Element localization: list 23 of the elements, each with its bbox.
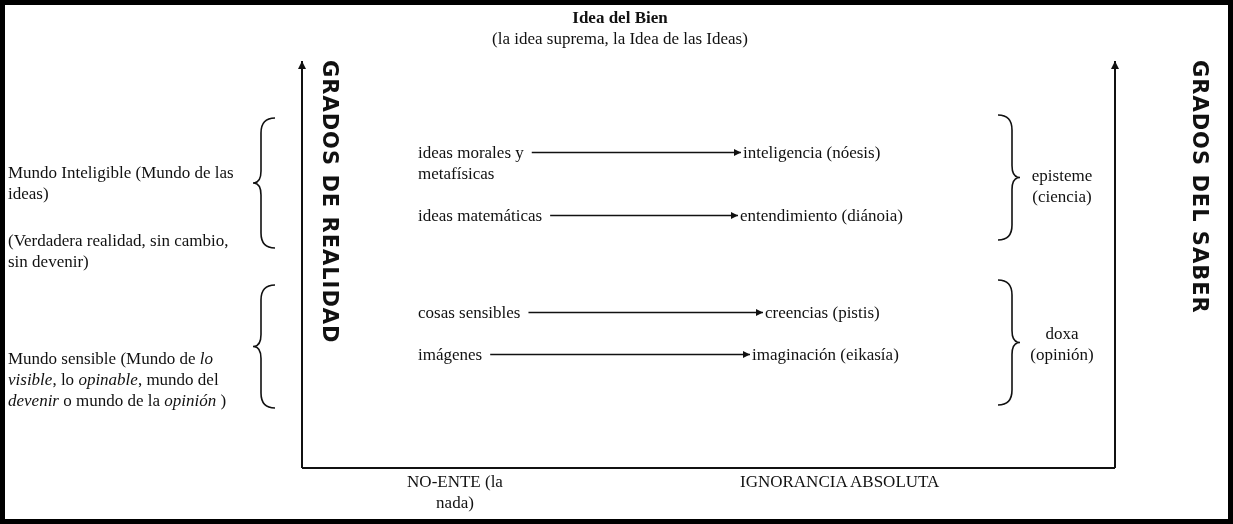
concept-text: creencias (pistis)	[765, 302, 880, 323]
concept-text: cosas sensibles	[418, 302, 521, 323]
knowledge-label: episteme (ciencia)	[1030, 165, 1094, 207]
axis-title: GRADOS DEL SABER	[1188, 60, 1212, 314]
arrow	[489, 351, 751, 358]
world-label: Mundo Inteligible (Mundo de las ideas)	[8, 162, 235, 204]
world-label: Mundo sensible (Mundo de lo visible, lo opinable, mundo del devenir o mundo de la opinión )	[8, 348, 228, 411]
world-note: (Verdadera realidad, sin cambio, sin devenir)	[8, 230, 230, 272]
axis-end-label: IGNORANCIA ABSOLUTA	[740, 471, 940, 492]
concept-text: ideas matemáticas	[418, 205, 543, 226]
concept-text: imágenes	[418, 344, 483, 365]
concept-text: ideas morales y metafísicas	[418, 142, 578, 184]
arrow	[527, 309, 764, 316]
concept-text: imaginación (eikasía)	[752, 344, 899, 365]
axis-end-label: NO-ENTE (la nada)	[406, 471, 504, 513]
concept-text: entendimiento (diánoia)	[740, 205, 903, 226]
axis-title: GRADOS DE REALIDAD	[318, 60, 342, 344]
knowledge-label: doxa (opinión)	[1029, 323, 1095, 365]
heading: Idea del Bien	[572, 7, 668, 28]
subheading: (la idea suprema, la Idea de las Ideas)	[492, 28, 748, 49]
arrow	[549, 212, 739, 219]
concept-text: inteligencia (nóesis)	[743, 142, 881, 163]
arrow	[530, 149, 742, 156]
